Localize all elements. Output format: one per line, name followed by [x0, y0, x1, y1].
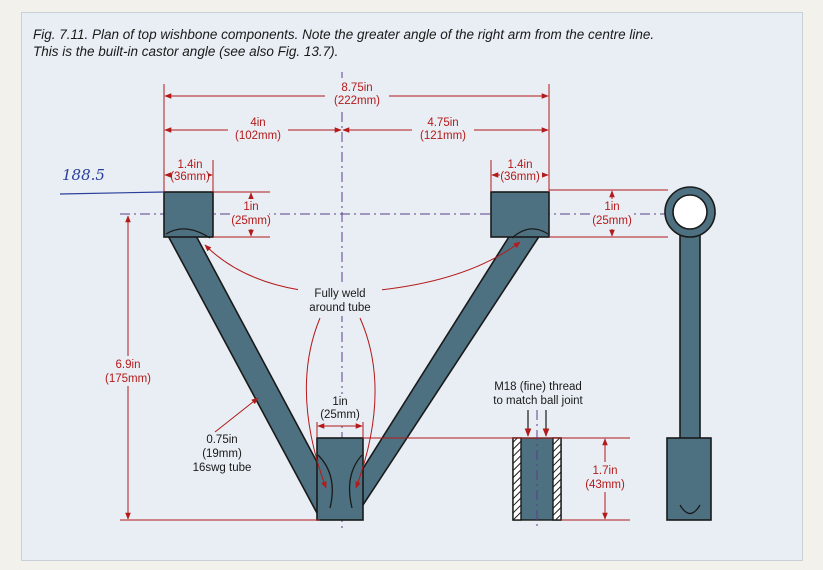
left-pivot-pad — [163, 191, 214, 238]
left-block-weld — [317, 454, 333, 509]
label-bg-overall-width — [325, 78, 389, 108]
caption-line-1: Fig. 7.11. Plan of top wishbone componen… — [33, 27, 655, 42]
block-width-metric: (25mm) — [320, 409, 360, 421]
right-offset-metric: (121mm) — [420, 130, 466, 142]
left-pad-height-imperial: 1in — [243, 201, 258, 213]
weld-leader-right-pad — [379, 241, 521, 291]
label-bg-overall-height — [100, 356, 156, 386]
tube-note-line-3: 16swg tube — [193, 462, 252, 474]
side-pad-height-imperial: 1in — [604, 201, 619, 213]
label-bg-block-width — [316, 394, 364, 422]
right-pad-width-metric: (36mm) — [500, 171, 540, 183]
label-bg-side-pad-height — [594, 199, 630, 229]
label-bg-left-pad-height — [233, 199, 269, 229]
weld-note-line-2: around tube — [309, 302, 370, 314]
side-arm-end — [679, 504, 701, 515]
overall-height-metric: (175mm) — [105, 373, 151, 385]
side-boss — [666, 437, 712, 521]
overall-height-imperial: 6.9in — [116, 359, 141, 371]
weld-note-line-1: Fully weld — [314, 288, 365, 300]
weld-leader-right-block — [355, 317, 376, 489]
right-block-weld — [348, 454, 363, 509]
right-pad-width-imperial: 1.4in — [508, 159, 533, 171]
tube-leader — [214, 397, 259, 433]
pivot-eye-hole — [672, 194, 708, 230]
right-pad-weld — [511, 228, 549, 239]
right-offset-imperial: 4.75in — [427, 117, 458, 129]
label-bg-left-offset — [228, 114, 288, 144]
label-bg-right-offset — [412, 114, 474, 144]
left-offset-metric: (102mm) — [235, 130, 281, 142]
label-bg-left-pad-width — [172, 158, 208, 184]
boss-length-imperial: 1.7in — [593, 465, 618, 477]
figure-caption: Fig. 7.11. Plan of top wishbone componen… — [33, 26, 793, 60]
thread-note-line-1: M18 (fine) thread — [494, 381, 582, 393]
label-bg-right-pad-width — [500, 158, 542, 184]
weld-leader-left-pad — [204, 244, 301, 291]
overall-width-imperial: 8.75in — [341, 82, 372, 94]
side-pad-height-metric: (25mm) — [592, 215, 632, 227]
left-pad-width-imperial: 1.4in — [178, 159, 203, 171]
right-arm-tube — [338, 231, 544, 506]
left-pad-weld — [165, 228, 211, 239]
weld-leader-left-block — [305, 317, 327, 489]
handwritten-note: 188.5 — [62, 166, 105, 184]
left-pad-width-metric: (36mm) — [170, 171, 210, 183]
boss-length-metric: (43mm) — [585, 479, 625, 491]
left-offset-imperial: 4in — [250, 117, 265, 129]
handwritten-underline — [59, 191, 165, 195]
thread-hatch-right — [552, 437, 562, 521]
left-pad-height-metric: (25mm) — [231, 215, 271, 227]
handwritten-annotation: 188.5 — [59, 166, 165, 195]
label-bg-boss-length — [578, 462, 634, 492]
block-width-imperial: 1in — [332, 396, 347, 408]
label-bg-weld-note — [298, 284, 382, 316]
threaded-boss-section — [512, 410, 562, 530]
thread-note-line-2: to match ball joint — [493, 395, 583, 407]
caption-line-2: This is the built-in castor angle (see a… — [33, 44, 339, 59]
notes: Fully weld around tube M18 (fine) thread… — [193, 284, 584, 474]
tube-note-line-1: 0.75in — [206, 434, 237, 446]
wishbone-plan-view — [163, 191, 550, 521]
side-view — [664, 186, 716, 521]
ball-joint-block — [316, 437, 364, 521]
overall-width-metric: (222mm) — [334, 95, 380, 107]
tube-note-line-2: (19mm) — [202, 448, 242, 460]
dimension-labels: 8.75in (222mm) 4in (102mm) 4.75in (121mm… — [100, 78, 634, 492]
thread-hatch-left — [512, 437, 522, 521]
